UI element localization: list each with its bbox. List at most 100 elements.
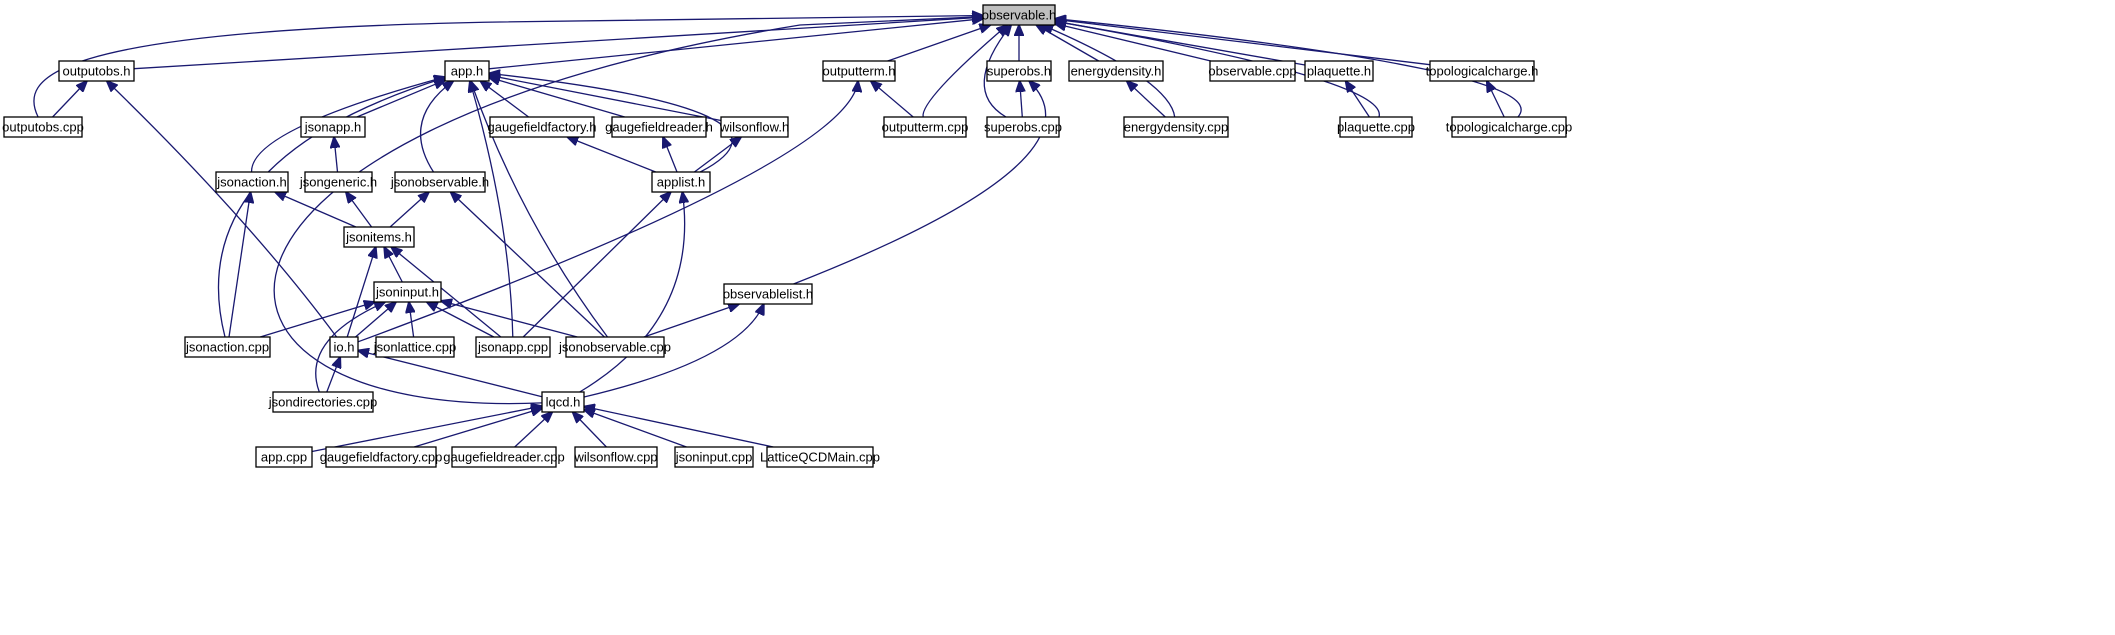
node-app-cpp[interactable]: app.cpp bbox=[255, 446, 313, 468]
node-jsonobservable-cpp[interactable]: jsonobservable.cpp bbox=[558, 336, 671, 358]
edge-jsongeneric-h-to-jsonapp-h bbox=[334, 137, 338, 173]
edge-jsonaction-h-to-app-h bbox=[250, 77, 445, 173]
node-latticeqcdmain-cpp[interactable]: LatticeQCDMain.cpp bbox=[760, 446, 880, 468]
node-gaugefieldreader-cpp[interactable]: gaugefieldreader.cpp bbox=[443, 446, 565, 468]
node-topologicalcharge-h[interactable]: topologicalcharge.h bbox=[1426, 60, 1539, 82]
node-io-h[interactable]: io.h bbox=[329, 336, 359, 358]
node-jsonaction-cpp[interactable]: jsonaction.cpp bbox=[184, 336, 271, 358]
node-label: jsondirectories.cpp bbox=[268, 395, 377, 410]
node-label: LatticeQCDMain.cpp bbox=[760, 450, 880, 465]
edge-jsonitems-h-to-jsonobservable-h bbox=[389, 192, 429, 228]
edge-io-h-to-jsonitems-h bbox=[346, 247, 376, 338]
edge-lqcd-h-to-applist-h bbox=[579, 192, 685, 393]
edge-jsonobservable-cpp-to-jsoninput-h bbox=[441, 301, 578, 338]
node-label: wilsonflow.h bbox=[719, 120, 789, 135]
edge-superobs-cpp-to-observable-h bbox=[983, 25, 1011, 118]
node-superobs-h[interactable]: superobs.h bbox=[986, 60, 1052, 82]
node-applist-h[interactable]: applist.h bbox=[651, 171, 711, 193]
node-label: outputobs.h bbox=[63, 64, 131, 79]
node-energydensity-cpp[interactable]: energydensity.cpp bbox=[1123, 116, 1229, 138]
node-outputobs-h[interactable]: outputobs.h bbox=[58, 60, 135, 82]
node-plaquette-cpp[interactable]: plaquette.cpp bbox=[1337, 116, 1415, 138]
node-jsonitems-h[interactable]: jsonitems.h bbox=[343, 226, 415, 248]
node-box bbox=[489, 116, 595, 138]
edge-observable-cpp-to-observable-h bbox=[1055, 24, 1211, 62]
node-box bbox=[1123, 116, 1229, 138]
edge-outputterm-cpp-to-observable-h bbox=[922, 25, 1007, 118]
edge-outputobs-cpp-to-observable-h bbox=[33, 16, 983, 118]
edge-outputobs-cpp-to-outputobs-h bbox=[52, 81, 87, 118]
node-jsonlattice-cpp[interactable]: jsonlattice.cpp bbox=[373, 336, 456, 358]
edge-wilsonflow-h-to-app-h bbox=[489, 75, 722, 122]
edge-jsonapp-cpp-to-jsoninput-h bbox=[427, 302, 495, 338]
edge-jsonobservable-h-to-app-h bbox=[419, 81, 454, 173]
node-label: jsonlattice.cpp bbox=[373, 340, 456, 355]
node-gaugefieldreader-h[interactable]: gaugefieldreader.h bbox=[605, 116, 713, 138]
edge-energydensity-cpp-to-energydensity-h bbox=[1127, 81, 1166, 118]
edge-io-h-to-outputterm-h bbox=[357, 81, 858, 343]
node-label: jsonapp.cpp bbox=[477, 340, 548, 355]
node-label: app.cpp bbox=[261, 450, 307, 465]
node-jsonapp-cpp[interactable]: jsonapp.cpp bbox=[475, 336, 551, 358]
node-label: superobs.cpp bbox=[984, 120, 1062, 135]
node-jsonapp-h[interactable]: jsonapp.h bbox=[300, 116, 366, 138]
node-box bbox=[343, 226, 415, 248]
edge-jsonobservable-cpp-to-observablelist-h bbox=[643, 304, 739, 338]
node-gaugefieldfactory-cpp[interactable]: gaugefieldfactory.cpp bbox=[320, 446, 443, 468]
node-jsonaction-h[interactable]: jsonaction.h bbox=[215, 171, 289, 193]
edge-jsonobservable-cpp-to-jsonobservable-h bbox=[451, 192, 605, 338]
edge-energydensity-h-to-observable-h bbox=[1036, 25, 1100, 62]
node-box bbox=[215, 171, 289, 193]
node-jsonobservable-h[interactable]: jsonobservable.h bbox=[390, 171, 489, 193]
node-box bbox=[1429, 60, 1535, 82]
edges bbox=[33, 16, 1522, 453]
node-outputterm-cpp[interactable]: outputterm.cpp bbox=[882, 116, 969, 138]
node-label: jsonitems.h bbox=[345, 230, 412, 245]
node-box bbox=[1451, 116, 1567, 138]
node-box bbox=[1304, 60, 1374, 82]
node-box bbox=[444, 60, 490, 82]
node-plaquette-h[interactable]: plaquette.h bbox=[1304, 60, 1374, 82]
edge-superobs-cpp-to-superobs-h bbox=[1020, 81, 1023, 118]
node-label: jsonaction.cpp bbox=[185, 340, 269, 355]
node-app-h[interactable]: app.h bbox=[444, 60, 490, 82]
node-label: superobs.h bbox=[987, 64, 1051, 79]
node-label: observable.h bbox=[982, 8, 1056, 23]
node-outputterm-h[interactable]: outputterm.h bbox=[822, 60, 896, 82]
node-topologicalcharge-cpp[interactable]: topologicalcharge.cpp bbox=[1446, 116, 1572, 138]
node-box bbox=[651, 171, 711, 193]
edge-jsondirectories-cpp-to-jsoninput-h bbox=[315, 302, 385, 393]
node-observable-h[interactable]: observable.h bbox=[982, 4, 1056, 26]
node-box bbox=[720, 116, 789, 138]
node-box bbox=[184, 336, 271, 358]
node-label: applist.h bbox=[657, 175, 705, 190]
node-box bbox=[325, 446, 437, 468]
node-label: jsonapp.h bbox=[304, 120, 361, 135]
node-box bbox=[255, 446, 313, 468]
node-jsongeneric-h[interactable]: jsongeneric.h bbox=[299, 171, 377, 193]
edge-jsonapp-cpp-to-app-h bbox=[470, 81, 514, 338]
node-jsoninput-cpp[interactable]: jsoninput.cpp bbox=[674, 446, 754, 468]
node-label: gaugefieldfactory.h bbox=[488, 120, 597, 135]
edge-topologicalcharge-cpp-to-topologicalcharge-h bbox=[1487, 81, 1505, 118]
node-outputobs-cpp[interactable]: outputobs.cpp bbox=[2, 116, 84, 138]
edge-jsonapp-h-to-app-h bbox=[356, 80, 445, 118]
node-wilsonflow-h[interactable]: wilsonflow.h bbox=[719, 116, 789, 138]
node-superobs-cpp[interactable]: superobs.cpp bbox=[984, 116, 1062, 138]
node-box bbox=[766, 446, 874, 468]
node-wilsonflow-cpp[interactable]: wilsonflow.cpp bbox=[573, 446, 658, 468]
node-jsoninput-h[interactable]: jsoninput.h bbox=[373, 281, 442, 303]
node-lqcd-h[interactable]: lqcd.h bbox=[541, 391, 585, 413]
node-gaugefieldfactory-h[interactable]: gaugefieldfactory.h bbox=[488, 116, 597, 138]
node-observablelist-h[interactable]: observablelist.h bbox=[723, 283, 813, 305]
node-label: outputterm.cpp bbox=[882, 120, 969, 135]
node-energydensity-h[interactable]: energydensity.h bbox=[1068, 60, 1164, 82]
edge-jsoninput-h-to-jsonitems-h bbox=[384, 247, 403, 283]
edge-gaugefieldreader-h-to-app-h bbox=[489, 77, 625, 118]
node-box bbox=[373, 281, 442, 303]
edge-applist-h-to-app-h bbox=[489, 73, 733, 173]
edge-gaugefieldreader-cpp-to-lqcd-h bbox=[514, 412, 553, 448]
node-jsondirectories-cpp[interactable]: jsondirectories.cpp bbox=[268, 391, 377, 413]
node-observable-cpp[interactable]: observable.cpp bbox=[1208, 60, 1297, 82]
